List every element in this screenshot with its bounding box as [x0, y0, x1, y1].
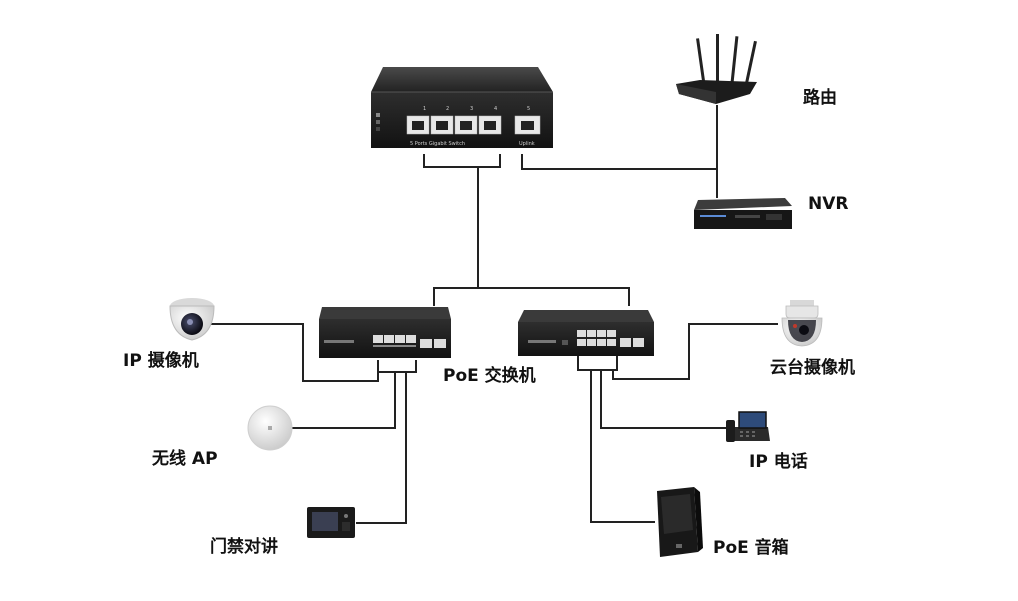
uplink-to-router-line — [521, 105, 718, 170]
ip-phone-link — [600, 370, 727, 429]
main-switch-bracket-line — [423, 154, 501, 168]
connection-lines — [208, 105, 778, 524]
rj45-ports — [406, 115, 541, 135]
left-switch-bracket-line — [377, 360, 417, 373]
distribution-bus-line — [433, 287, 630, 306]
wireless-ap-icon — [247, 405, 293, 451]
port-number-5: 5 — [527, 106, 530, 112]
poe-speaker-icon — [657, 487, 703, 557]
ip-phone-icon — [726, 411, 770, 442]
nvr-label: NVR — [808, 194, 848, 214]
port-number-3: 3 — [470, 106, 473, 112]
ip-camera-label: IP 摄像机 — [123, 350, 199, 371]
switch-model-caption: 5 Ports Gigabit Switch — [410, 141, 465, 147]
intercom-label: 门禁对讲 — [210, 536, 278, 557]
port-number-4: 4 — [494, 106, 497, 112]
poe-speaker-label: PoE 音箱 — [713, 537, 789, 558]
right-switch-bracket-line — [577, 356, 618, 371]
port-number-1: 1 — [423, 106, 426, 112]
nvr-icon — [694, 198, 792, 229]
router-label: 路由 — [803, 87, 837, 108]
poe-speaker-link — [590, 370, 655, 523]
router-icon — [676, 34, 757, 104]
poe-switch-label: PoE 交换机 — [443, 365, 536, 386]
ip-camera-link — [208, 323, 379, 382]
uplink-caption: Uplink — [519, 141, 535, 147]
main-switch: 1 2 3 4 5 5 Ports Gigabit Switch Uplink — [371, 67, 553, 148]
ptz-camera-link — [612, 323, 778, 380]
ptz-camera-label: 云台摄像机 — [770, 357, 855, 378]
left-poe-switch — [319, 307, 451, 358]
ip-phone-label: IP 电话 — [749, 451, 808, 472]
ptz-camera-icon — [781, 300, 823, 347]
ip-dome-camera-icon — [169, 298, 215, 341]
wireless-ap-label: 无线 AP — [151, 448, 218, 469]
right-poe-switch — [518, 310, 654, 356]
wireless-ap-link — [292, 372, 396, 429]
intercom-icon — [307, 507, 355, 538]
port-number-2: 2 — [446, 106, 449, 112]
intercom-link — [356, 372, 407, 524]
